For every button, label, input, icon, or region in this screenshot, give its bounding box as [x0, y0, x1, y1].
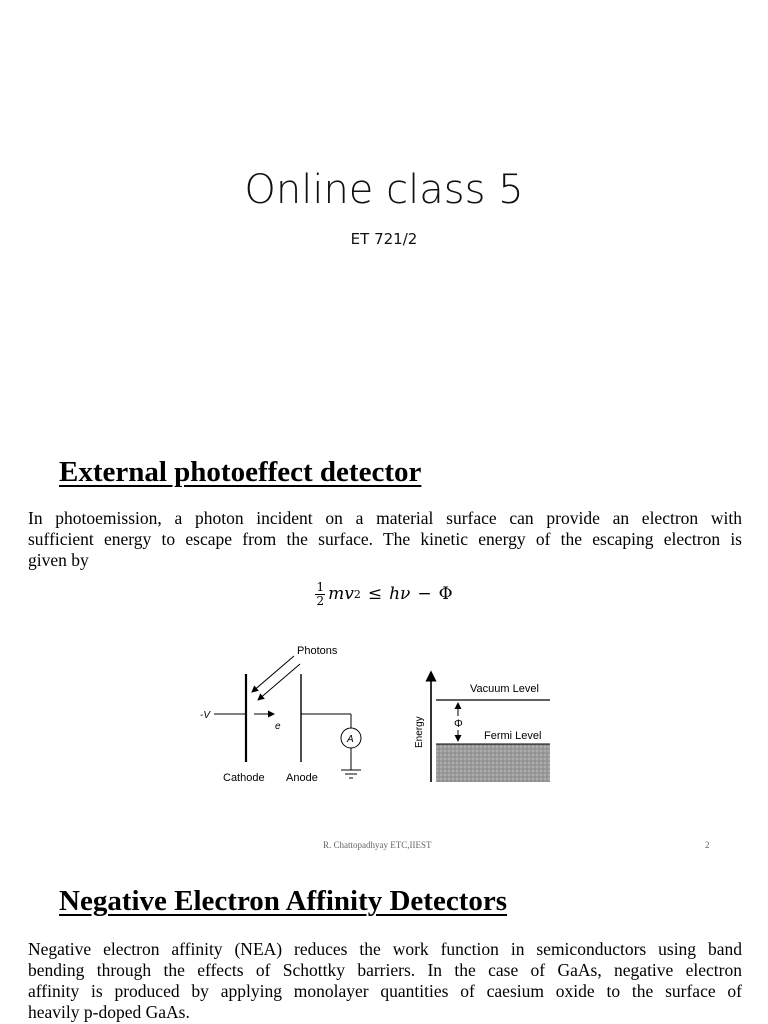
- paragraph-line: affinity is produced by applying monolay…: [28, 981, 742, 1001]
- photoemission-figure: Photons -V e A Cathode Anode Energy Vacu…: [200, 645, 550, 784]
- nea-paragraph: Negative electron affinity (NEA) reduces…: [28, 939, 742, 1023]
- paragraph-line: sufficient energy to escape from the sur…: [28, 529, 742, 549]
- photons-label: Photons: [297, 645, 338, 657]
- photoemission-paragraph: In photoemission, a photon incident on a…: [28, 508, 742, 571]
- paragraph-line: In photoemission, a photon incident on a…: [28, 508, 742, 528]
- slide-subtitle: ET 721/2: [350, 230, 418, 248]
- voltage-label: -V: [200, 710, 211, 721]
- photon-arrow: [251, 655, 295, 693]
- equation-minus: −: [417, 584, 432, 604]
- equation-rhs-a: hν: [389, 584, 411, 604]
- equation-relation: ≤: [367, 584, 383, 604]
- photon-arrow: [257, 663, 301, 701]
- paragraph-line: given by: [28, 550, 89, 570]
- ammeter-label: A: [346, 734, 354, 745]
- fraction-half: 1 2: [315, 579, 326, 608]
- equation-lhs: mv: [328, 584, 354, 604]
- anode-label: Anode: [286, 772, 318, 784]
- section-heading-photoeffect: External photoeffect detector: [59, 456, 422, 488]
- slide-title: Online class 5: [244, 167, 524, 213]
- fermi-level-label: Fermi Level: [484, 730, 541, 742]
- slide-footer-author: R. Chattopadhyay ETC,IIEST: [323, 840, 432, 850]
- equation-rhs-b: Φ: [438, 584, 453, 604]
- cathode-label: Cathode: [223, 772, 265, 784]
- paragraph-line: heavily p-doped GaAs.: [28, 1002, 190, 1022]
- electron-label: e: [275, 721, 281, 732]
- work-function-label: Φ: [454, 718, 463, 730]
- filled-band: [436, 744, 550, 782]
- equation-exponent: 2: [353, 587, 361, 601]
- slide-page-number: 2: [705, 840, 710, 850]
- energy-axis-label: Energy: [414, 716, 425, 748]
- vacuum-level-label: Vacuum Level: [470, 683, 539, 695]
- paragraph-line: bending through the effects of Schottky …: [28, 960, 742, 980]
- section-heading-nea: Negative Electron Affinity Detectors: [59, 885, 508, 917]
- paragraph-line: Negative electron affinity (NEA) reduces…: [28, 939, 742, 959]
